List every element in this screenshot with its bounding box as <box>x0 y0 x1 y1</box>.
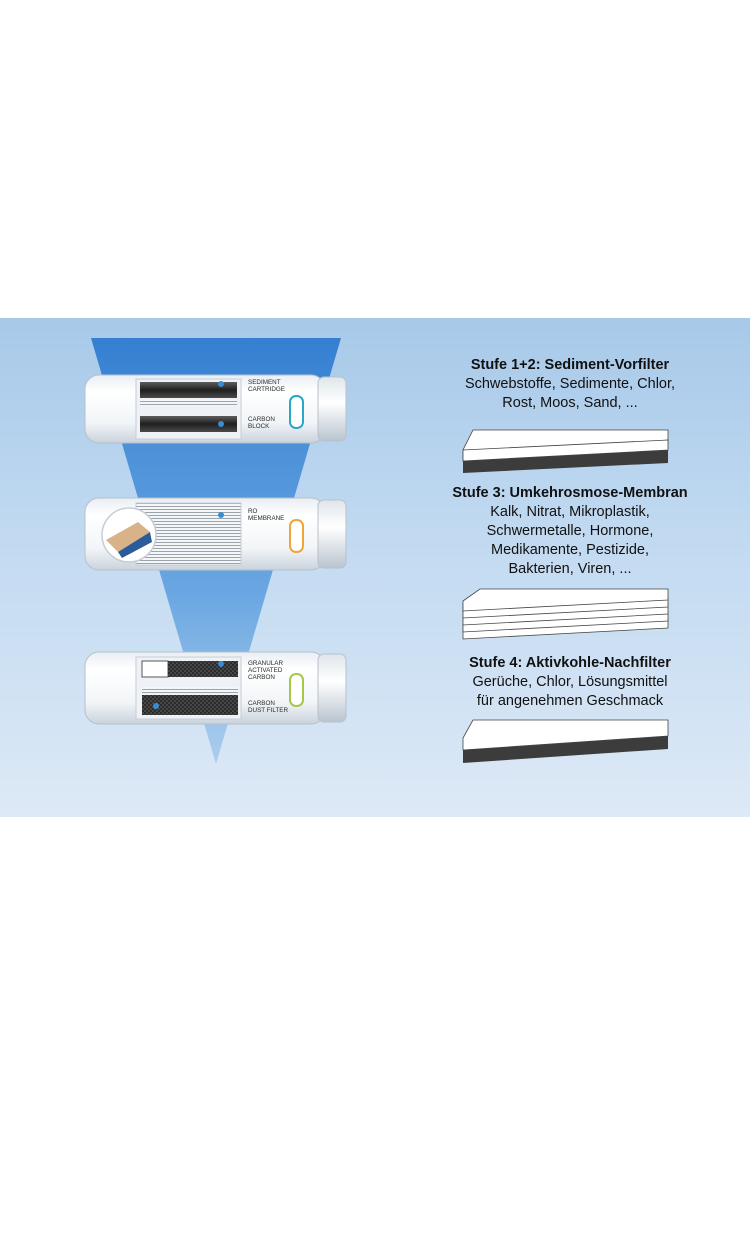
filter-2-badge <box>289 519 304 553</box>
filter-3-label-1: GRANULAR <box>248 660 283 667</box>
stage-3-title: Stufe 4: Aktivkohle-Nachfilter <box>469 655 671 671</box>
filtration-infographic: SEDIMENT CARTRIDGE CARBON BLOCK RO MEMBR… <box>0 318 750 817</box>
filter-1-badge <box>289 395 304 429</box>
filter-2-label-2: MEMBRANE <box>248 515 284 522</box>
stage-2-line-1: Kalk, Nitrat, Mikroplastik, <box>490 504 650 520</box>
filter-3-post-carbon <box>84 651 347 725</box>
filter-illustration: SEDIMENT CARTRIDGE CARBON BLOCK RO MEMBR… <box>84 338 669 764</box>
filter-2-ro-membrane <box>84 497 347 571</box>
filter-3-label-3: CARBON <box>248 674 275 681</box>
filter-1-label-4: BLOCK <box>248 423 270 430</box>
filter-2-label-1: RO <box>248 508 258 515</box>
filter-3-label-4: CARBON <box>248 700 275 707</box>
layer-icon-stage-3 <box>462 719 669 763</box>
filter-3-label-2: ACTIVATED <box>248 667 283 674</box>
stage-1-line-2: Rost, Moos, Sand, ... <box>502 395 638 411</box>
filter-3-label-5: DUST FILTER <box>248 707 288 714</box>
stage-3-line-1: Gerüche, Chlor, Lösungsmittel <box>472 674 668 690</box>
stage-1-description: Stufe 1+2: Sediment-Vorfilter Schwebstof… <box>420 356 720 413</box>
stage-3-description: Stufe 4: Aktivkohle-Nachfilter Gerüche, … <box>420 654 720 711</box>
stage-2-description: Stufe 3: Umkehrosmose-Membran Kalk, Nitr… <box>420 484 720 579</box>
layer-icon-stage-1 <box>462 429 669 473</box>
stage-3-line-2: für angenehmen Geschmack <box>476 693 664 709</box>
stage-2-line-2: Schwermetalle, Hormone, <box>486 523 654 539</box>
stage-2-line-4: Bakterien, Viren, ... <box>508 561 632 577</box>
stage-1-line-1: Schwebstoffe, Sedimente, Chlor, <box>464 376 676 392</box>
filter-1-sediment-carbon <box>84 374 347 444</box>
filter-1-label-2: CARTRIDGE <box>248 386 285 393</box>
stage-1-title: Stufe 1+2: Sediment-Vorfilter <box>470 357 670 373</box>
layer-icon-stage-2 <box>462 588 669 640</box>
filter-1-label-1: SEDIMENT <box>248 379 281 386</box>
filter-1-label-3: CARBON <box>248 416 275 423</box>
stage-2-title: Stufe 3: Umkehrosmose-Membran <box>452 485 688 501</box>
stage-2-line-3: Medikamente, Pestizide, <box>491 542 649 558</box>
filter-3-badge <box>289 673 304 707</box>
